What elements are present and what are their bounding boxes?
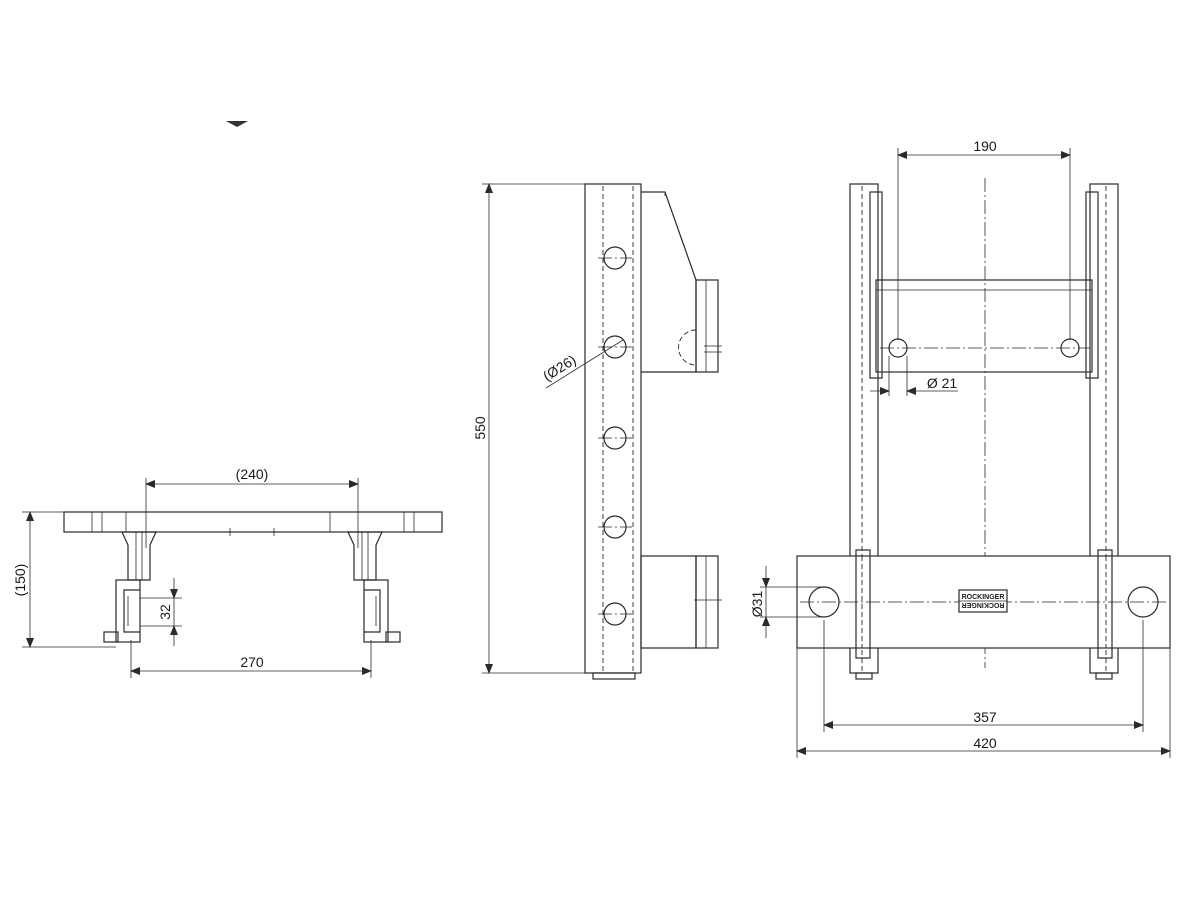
dim-rear-hole-spacing: 357 [973, 709, 997, 725]
dim-front-width: 270 [240, 654, 264, 670]
dim-rear-plate-width: 420 [973, 735, 997, 751]
side-view: 550 (Ø26) [472, 183, 722, 680]
rear-view: ROCKINGER ROCKINGER 190 Ø 21 Ø31 357 420 [749, 138, 1171, 758]
brand-label-top: ROCKINGER [962, 594, 1005, 601]
brand-label-bottom: ROCKINGER [962, 601, 1005, 608]
dim-rear-spacing: 190 [973, 138, 997, 154]
dim-side-hole: (Ø26) [540, 351, 579, 384]
dim-front-width-bracket: (240) [236, 466, 269, 482]
dim-front-slot: 32 [157, 604, 173, 620]
dim-front-height: (150) [12, 564, 28, 597]
dim-rear-hole: Ø31 [749, 591, 765, 618]
view-marker-icon [226, 121, 248, 127]
front-view: (240) (150) 32 270 [12, 466, 443, 678]
dim-rear-pin: Ø 21 [927, 375, 958, 391]
dim-side-height: 550 [472, 416, 488, 440]
